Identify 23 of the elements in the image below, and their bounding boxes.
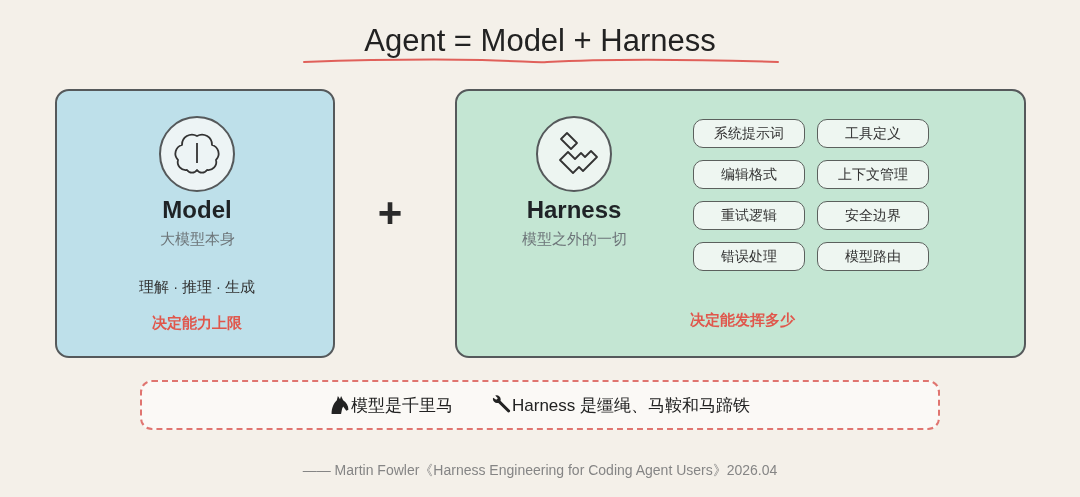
card-subtitle: 大模型本身 — [159, 230, 235, 248]
feature-tag: 模型路由 — [817, 242, 929, 271]
feature-tag: 错误处理 — [693, 242, 805, 271]
info-card — [55, 89, 335, 358]
card-subtitle: 模型之外的一切 — [521, 230, 627, 248]
note-banner — [140, 380, 940, 430]
info-card — [455, 89, 1026, 358]
card-title: Model — [162, 195, 232, 225]
source-caption: —— Martin Fowler《Harness Engineering for Coding Agent Users》2026.04 — [302, 461, 778, 479]
feature-tag: 系统提示词 — [693, 119, 805, 148]
diagram-title: Agent = Model + Harness — [364, 22, 716, 60]
feature-tag: 安全边界 — [817, 201, 929, 230]
banner-text: Harness 是缰绳、马鞍和马蹄铁 — [512, 394, 750, 417]
feature-tag: 工具定义 — [817, 119, 929, 148]
feature-tag: 重试逻辑 — [693, 201, 805, 230]
banner-text: 模型是千里马 — [351, 394, 453, 417]
card-title: Harness — [526, 195, 622, 225]
card-note: 决定能发挥多少 — [689, 311, 795, 329]
feature-tag: 上下文管理 — [817, 160, 929, 189]
feature-tag: 编辑格式 — [693, 160, 805, 189]
plus-sign: + — [377, 187, 403, 238]
card-note: 决定能力上限 — [152, 314, 242, 332]
card-text: 理解 · 推理 · 生成 — [139, 279, 255, 297]
